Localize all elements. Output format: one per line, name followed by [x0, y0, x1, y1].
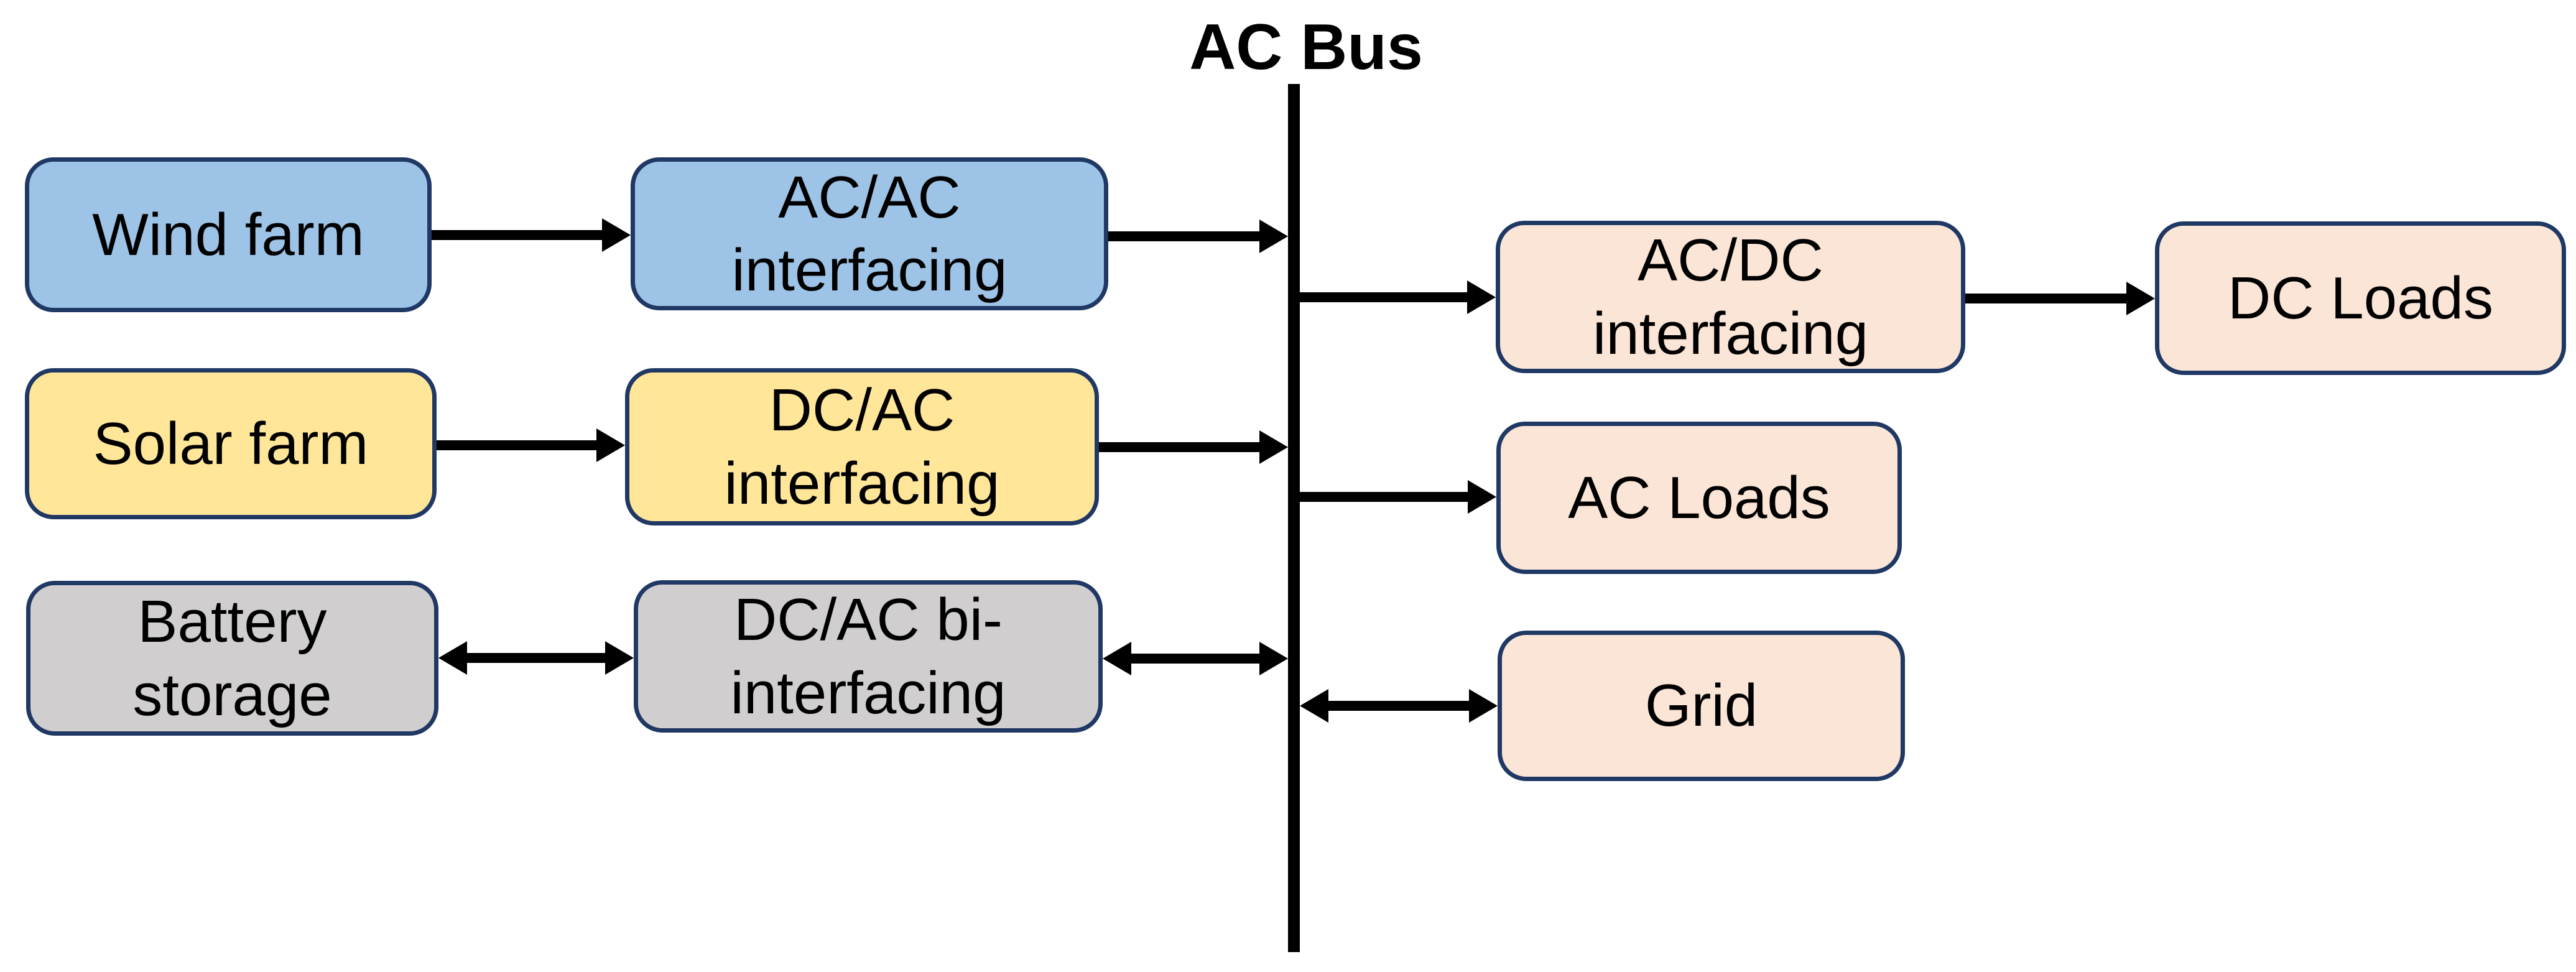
arrowhead-right-icon: [2126, 282, 2155, 315]
dc-loads-box: DC Loads: [2155, 221, 2566, 375]
arrowhead-right-icon: [1259, 220, 1288, 253]
acdc-interfacing-box: AC/DC interfacing: [1496, 221, 1965, 373]
grid-box: Grid: [1498, 631, 1905, 781]
arrowhead-right-icon: [1259, 430, 1288, 464]
arrowhead-left-icon: [438, 641, 467, 675]
arrowhead-right-icon: [1468, 480, 1496, 514]
ac-bus-line: [1288, 84, 1300, 952]
arrowhead-right-icon: [596, 428, 625, 462]
dcac-interfacing-box: DC/AC interfacing: [625, 368, 1099, 525]
arrowhead-right-icon: [1467, 280, 1496, 314]
wind-farm-box: Wind farm: [25, 157, 432, 312]
arrowhead-right-icon: [1469, 689, 1498, 723]
ac-loads-box: AC Loads: [1496, 422, 1902, 574]
arrowhead-right-icon: [1259, 642, 1288, 675]
arrowhead-left-icon: [1300, 689, 1328, 723]
dcac-bi-interfacing-box: DC/AC bi- interfacing: [634, 580, 1103, 733]
arrowhead-left-icon: [1103, 642, 1131, 675]
arrowhead-right-icon: [605, 641, 634, 675]
acac-interfacing-box: AC/AC interfacing: [631, 157, 1108, 310]
arrowhead-right-icon: [602, 218, 631, 252]
battery-storage-box: Battery storage: [26, 581, 438, 736]
solar-farm-box: Solar farm: [25, 368, 437, 519]
ac-bus-title: AC Bus: [1189, 11, 1423, 83]
